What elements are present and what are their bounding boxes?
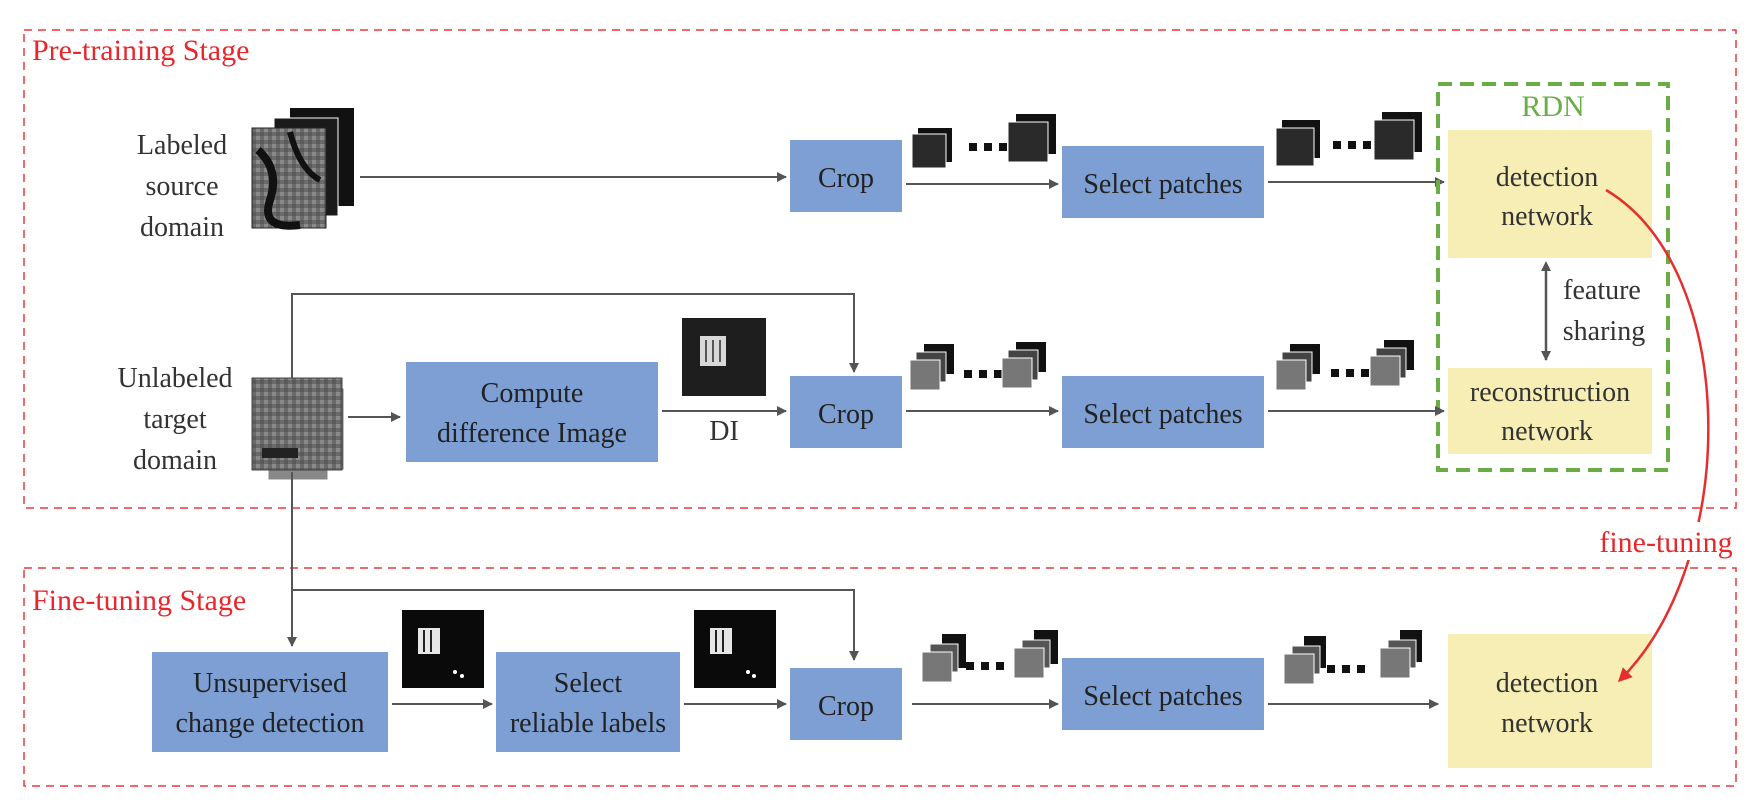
- finetuning-stage-frame: [23, 567, 1737, 787]
- di-label: DI: [709, 416, 739, 447]
- reconstruction-network-label-2: network: [1501, 416, 1593, 447]
- crop-label-row3: Crop: [818, 691, 874, 722]
- rdn-frame: [1436, 82, 1670, 472]
- source-domain-label-3: domain: [140, 212, 224, 243]
- source-domain-images: [251, 108, 354, 230]
- select-patches-label-row1: Select patches: [1083, 169, 1242, 200]
- labeled-patches-1: [921, 630, 1058, 683]
- source-domain-label-2: source: [145, 171, 218, 202]
- compute-di-label-1: Compute: [481, 378, 584, 409]
- reliable-labels-label-2: reliable labels: [510, 708, 666, 739]
- rdn-title: RDN: [1521, 90, 1584, 123]
- detection-network-box-finetune: [1448, 634, 1652, 768]
- select-patches-label-row2: Select patches: [1083, 399, 1242, 430]
- feature-sharing-label-1: feature: [1563, 275, 1641, 306]
- source-patches-1: [911, 114, 1056, 169]
- select-patches-box-row2: [1062, 376, 1264, 448]
- detection-network-finetune-label-1: detection: [1496, 668, 1599, 699]
- reconstruction-network-box: [1448, 368, 1652, 454]
- di-image: [682, 318, 766, 396]
- select-patches-box-row3: [1062, 658, 1264, 730]
- detection-network-box: [1448, 130, 1652, 258]
- select-patches-label-row3: Select patches: [1083, 681, 1242, 712]
- detection-network-label-1: detection: [1496, 162, 1599, 193]
- pretraining-stage-label: Pre-training Stage: [32, 34, 249, 67]
- change-map-2: [694, 610, 776, 688]
- crop-label-row2: Crop: [818, 399, 874, 430]
- crop-box-row3: [790, 668, 902, 740]
- target-patches-2: [1275, 340, 1414, 391]
- target-domain-label-1: Unlabeled: [117, 363, 232, 394]
- compute-di-box: [406, 362, 658, 462]
- source-patches-2: [1275, 112, 1422, 167]
- labeled-patches-2: [1283, 630, 1422, 685]
- reliable-labels-label-1: Select: [554, 668, 623, 699]
- detection-network-label-2: network: [1501, 201, 1593, 232]
- detection-network-finetune-label-2: network: [1501, 708, 1593, 739]
- target-patches-1: [909, 342, 1046, 391]
- target-domain-label-3: domain: [133, 445, 217, 476]
- crop-box-row2: [790, 376, 902, 448]
- ucd-label-1: Unsupervised: [193, 668, 347, 699]
- change-map-1: [402, 610, 484, 688]
- arrow-target-to-crop-row3: [292, 589, 859, 661]
- finetuning-curve-arrow: [1605, 188, 1710, 683]
- feature-sharing-label-2: sharing: [1563, 316, 1645, 347]
- target-domain-images: [251, 377, 345, 481]
- reliable-labels-box: [496, 652, 680, 752]
- crop-label-row1: Crop: [818, 163, 874, 194]
- ucd-box: [152, 652, 388, 752]
- pretraining-stage-frame: [23, 29, 1737, 509]
- arrow-target-to-crop-row2: [291, 293, 859, 378]
- finetuning-arrow-label: fine-tuning: [1599, 526, 1732, 559]
- compute-di-label-2: difference Image: [437, 418, 627, 449]
- crop-box-row1: [790, 140, 902, 212]
- reconstruction-network-label-1: reconstruction: [1470, 377, 1630, 408]
- target-domain-label-2: target: [143, 404, 206, 435]
- ucd-label-2: change detection: [176, 708, 365, 739]
- finetuning-stage-label: Fine-tuning Stage: [32, 584, 246, 617]
- source-domain-label-1: Labeled: [137, 130, 227, 161]
- select-patches-box-row1: [1062, 146, 1264, 218]
